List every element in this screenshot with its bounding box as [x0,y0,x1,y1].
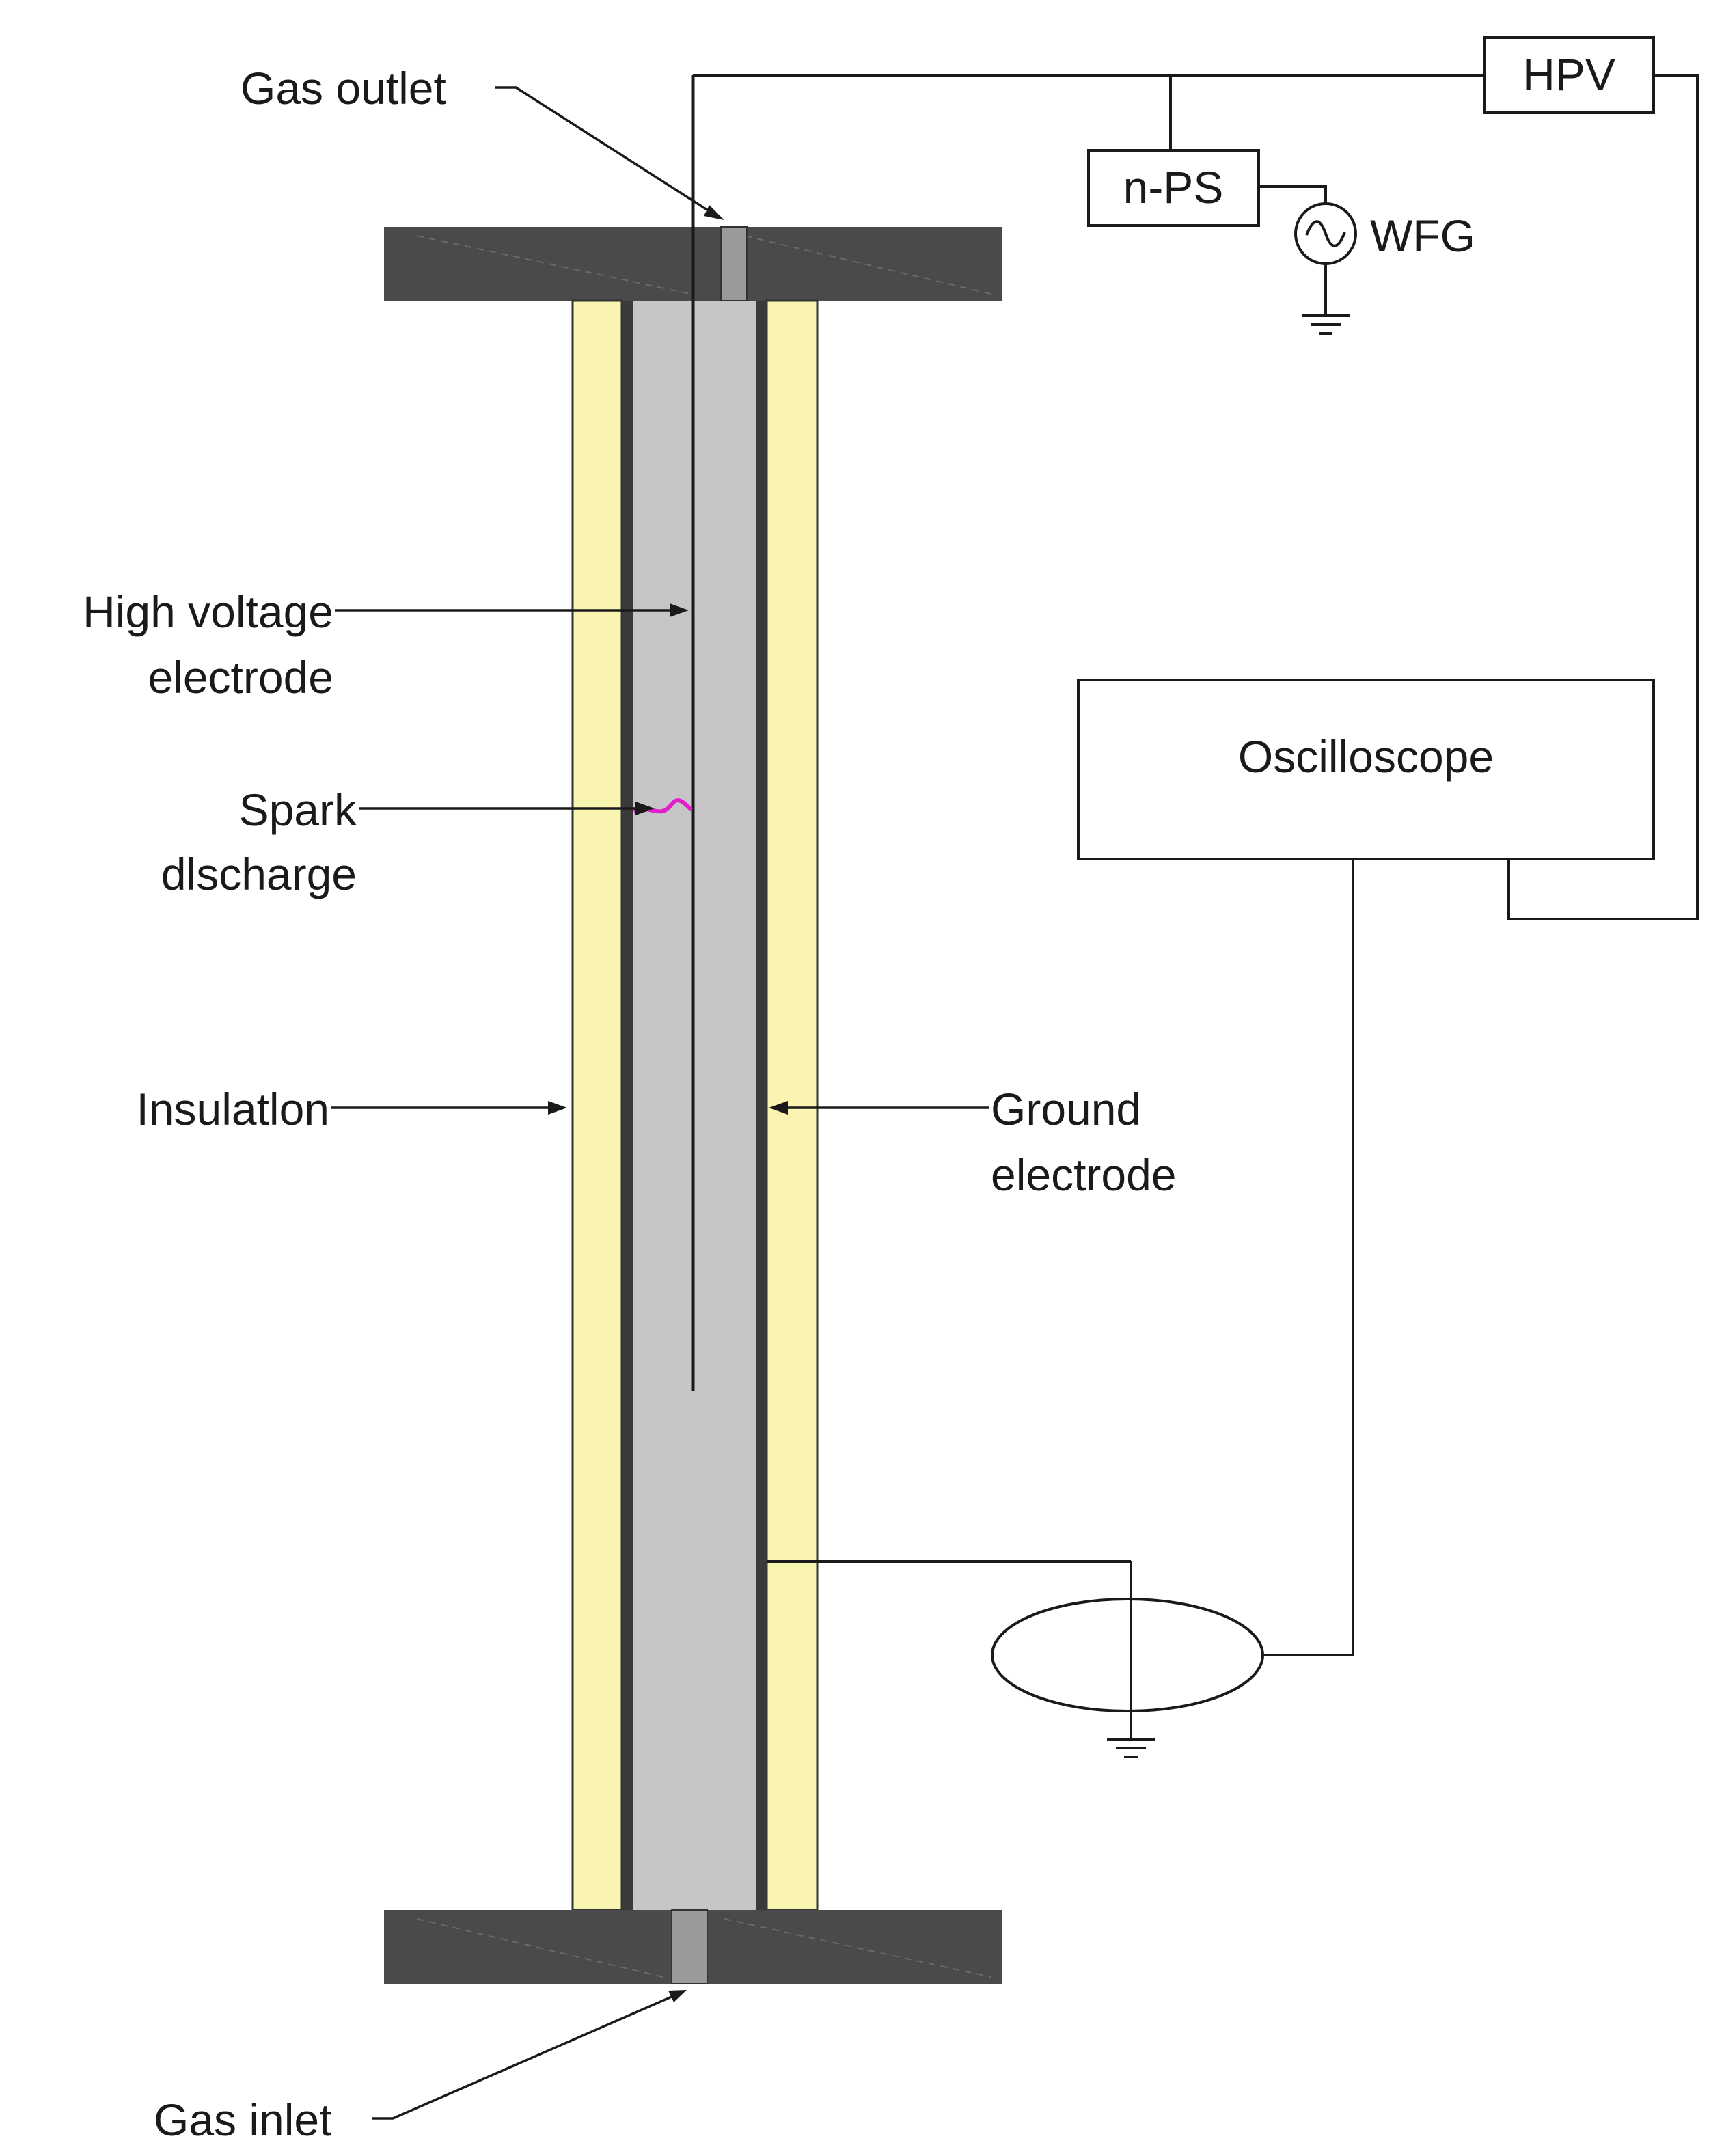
high-voltage-label-line2: electrode [148,652,333,702]
insulation-label: Insulatlon [136,1084,329,1134]
insulation-left [571,299,623,1911]
ground-electrode-right [756,301,767,1910]
ground-electrode-label-line2: electrode [991,1149,1177,1200]
reactor-tube [571,75,819,1911]
ac-source-icon [1294,202,1357,265]
ground-electrode-left [622,301,633,1910]
high-voltage-label-line1: High voltage [83,586,333,637]
hpv-box: HPV [1483,36,1655,114]
hpv-label: HPV [1522,49,1615,100]
insulation-right [765,299,819,1911]
oscilloscope-box: Oscilloscope [1077,679,1655,860]
gas-inlet-label: Gas inlet [154,2094,331,2145]
ground-electrode-label-line1: Ground [991,1084,1141,1134]
current-probe-icon [991,1598,1264,1712]
spark-label-line2: dlscharge [161,849,357,899]
nps-label: n-PS [1123,162,1224,213]
gas-outlet-port [720,226,748,301]
wfg-label: WFG [1370,210,1475,261]
bottom-flange [384,1909,1002,1984]
oscilloscope-label: Oscilloscope [1238,731,1494,782]
gas-inlet-port [671,1909,708,1984]
ground-icon [1302,314,1350,335]
nps-box: n-PS [1087,149,1260,227]
wiring [693,74,1699,1739]
gas-outlet-label: Gas outlet [241,63,446,113]
spark-label-line1: Spark [239,784,357,835]
leaders [331,86,989,2120]
ground-icon [1107,1738,1155,1758]
